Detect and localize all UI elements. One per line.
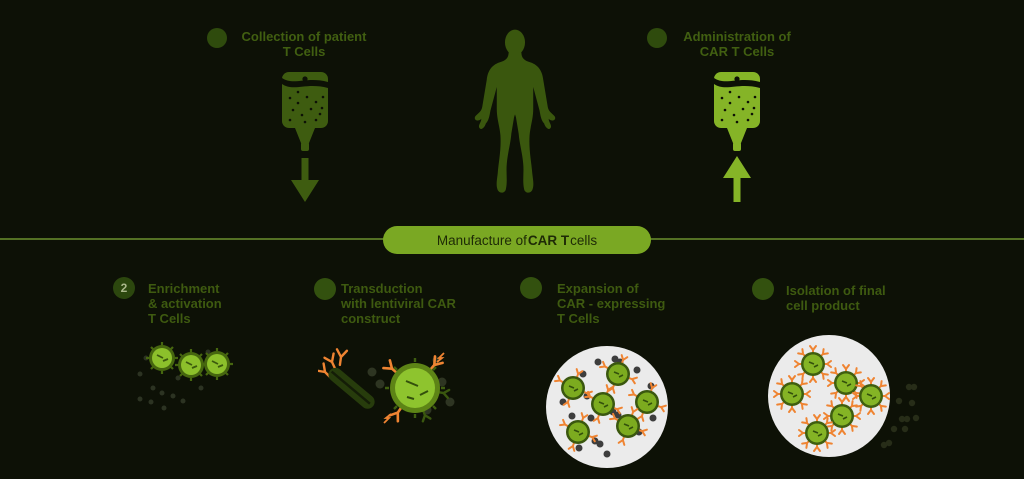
step-line: CAR - expressing (557, 296, 666, 311)
step-line: construct (341, 311, 401, 326)
manufacture-banner: Manufacture of CAR T cells (383, 226, 651, 254)
step-label-transduction: Transduction with lentiviral CAR constru… (341, 281, 456, 326)
activated-t-cells-icon (137, 340, 233, 411)
lentivirus-rod (318, 348, 375, 409)
step-label-enrichment: Enrichment & activation T Cells (148, 281, 222, 326)
expansion-culture-dish-icon (546, 346, 668, 468)
collection-label: Collection of patient T Cells (233, 29, 375, 59)
step-line: cell product (786, 298, 860, 313)
administration-label-line1: Administration of (683, 29, 791, 44)
step-label-expansion: Expansion of CAR - expressing T Cells (557, 281, 665, 326)
step-badge-2: 2 (113, 277, 135, 299)
step-line: Isolation of final (786, 283, 886, 298)
step-label-isolation: Isolation of final cell product (786, 283, 886, 313)
collection-label-line2: T Cells (282, 44, 326, 59)
step-line: Expansion of (557, 281, 639, 296)
administration-label-line2: CAR T Cells (699, 44, 775, 59)
step-line: T Cells (148, 311, 191, 326)
isolated-cell-product-icon (768, 335, 920, 457)
step-line: & activation (148, 296, 222, 311)
step-bullet-expansion (520, 277, 542, 299)
collection-label-line1: Collection of patient (241, 29, 367, 44)
car-cell (382, 352, 451, 424)
iv-bag-arrow-down-icon (282, 72, 328, 202)
step-bullet-transduction (314, 278, 336, 300)
removed-debris-dots (880, 383, 920, 449)
step-bullet-isolation (752, 278, 774, 300)
step-line: T Cells (557, 311, 600, 326)
administration-label: Administration of CAR T Cells (678, 29, 796, 59)
lentivirus-transduction-icon (318, 348, 455, 424)
step-number: 2 (120, 281, 128, 295)
step-line: with lentiviral CAR (341, 296, 456, 311)
banner-text-prefix: Manufacture of (436, 232, 527, 248)
human-body-icon (474, 29, 556, 193)
step-bullet-collection (207, 28, 227, 48)
step-line: Transduction (341, 281, 423, 296)
banner-text-suffix: cells (570, 232, 598, 248)
step-line: Enrichment (148, 281, 220, 296)
step-bullet-administration (647, 28, 667, 48)
iv-bag-arrow-up-icon (714, 72, 760, 202)
banner-text-bold: CAR T (527, 232, 570, 248)
